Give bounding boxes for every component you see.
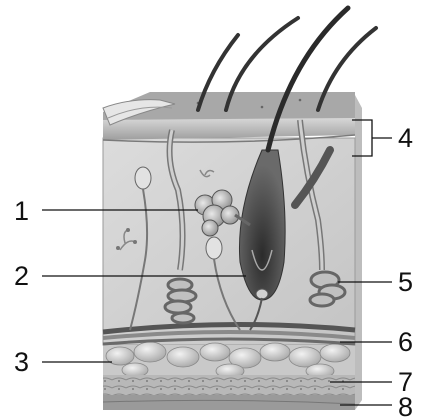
label-1: 1 — [14, 196, 29, 226]
label-8: 8 — [398, 392, 413, 420]
muscle-layer — [103, 375, 355, 410]
label-2: 2 — [14, 261, 29, 291]
label-3: 3 — [14, 347, 29, 377]
fat-tissue — [103, 342, 355, 378]
side-face — [355, 95, 362, 410]
label-6: 6 — [398, 327, 413, 357]
label-4: 4 — [398, 123, 413, 153]
label-5: 5 — [398, 267, 413, 297]
